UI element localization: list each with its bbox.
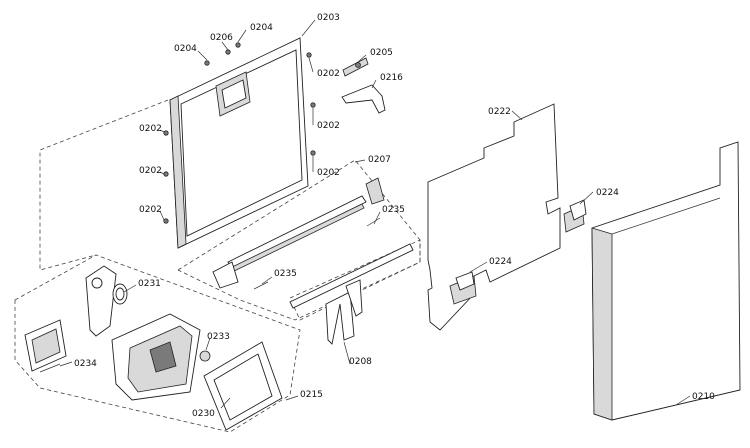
callout-0222: 0222	[488, 107, 511, 117]
control-group-dashed-outline	[14, 254, 301, 433]
screw-0202a	[306, 52, 312, 58]
leader-lines	[59, 19, 691, 409]
callout-0208: 0208	[349, 357, 372, 367]
callout-0205: 0205	[370, 48, 393, 58]
callout-0204a: 0204	[174, 44, 197, 54]
callout-0231: 0231	[138, 279, 161, 289]
callout-0235b: 0235	[274, 269, 297, 279]
inner-door-frame-part-0203	[169, 37, 309, 249]
screw-0202c	[310, 150, 316, 156]
rod-part-0235a	[366, 217, 381, 227]
callout-labels: 0203 0204 0206 0204 0202 0205 0216 0202 …	[74, 13, 715, 419]
insulation-panel-part-0222	[427, 103, 561, 331]
screw-0202e	[163, 171, 169, 177]
callout-0202c: 0202	[317, 168, 340, 178]
callout-0206: 0206	[210, 33, 233, 43]
outer-door-panel-part-0210	[591, 141, 741, 421]
screw-0202b	[310, 102, 316, 108]
gasket-frame-part-0230	[203, 341, 283, 431]
callout-0233: 0233	[207, 332, 230, 342]
callout-0224a: 0224	[596, 188, 619, 198]
callout-0215: 0215	[300, 390, 323, 400]
callout-0234: 0234	[74, 359, 97, 369]
hinge-arm-part-0208	[289, 243, 414, 345]
callout-0202a: 0202	[317, 69, 340, 79]
screw-0204a	[204, 60, 210, 66]
knob-part-0233	[199, 350, 211, 362]
latch-part-0205	[342, 57, 369, 77]
door-frame-dashed-outline	[39, 99, 169, 271]
screw-0202f	[163, 218, 169, 224]
callout-0203: 0203	[317, 13, 340, 23]
rod-part-0235b	[253, 281, 269, 290]
callout-0235a: 0235	[382, 205, 405, 215]
bracket-part-0224a	[563, 199, 587, 233]
bracket-part-0216	[341, 84, 386, 114]
control-plate-part-0234	[24, 319, 67, 373]
bracket-part-0224b	[449, 271, 477, 305]
callout-0202b: 0202	[317, 121, 340, 131]
screw-0202d	[163, 130, 169, 136]
handle-part-0231	[85, 265, 128, 337]
control-module-part-0215	[111, 313, 201, 401]
callout-0202f: 0202	[139, 205, 162, 215]
callout-0207: 0207	[368, 155, 391, 165]
screw-0206	[225, 49, 231, 55]
callout-0230: 0230	[192, 409, 215, 419]
hinge-group-dashed-outline	[289, 239, 421, 321]
screw-0204b	[235, 42, 241, 48]
callout-0216: 0216	[380, 73, 403, 83]
door-rail-part-0207	[212, 177, 385, 289]
callout-0204b: 0204	[250, 23, 273, 33]
callout-0202e: 0202	[139, 166, 162, 176]
callout-0202d: 0202	[139, 124, 162, 134]
callout-0224b: 0224	[489, 257, 512, 267]
callout-0210: 0210	[692, 392, 715, 402]
